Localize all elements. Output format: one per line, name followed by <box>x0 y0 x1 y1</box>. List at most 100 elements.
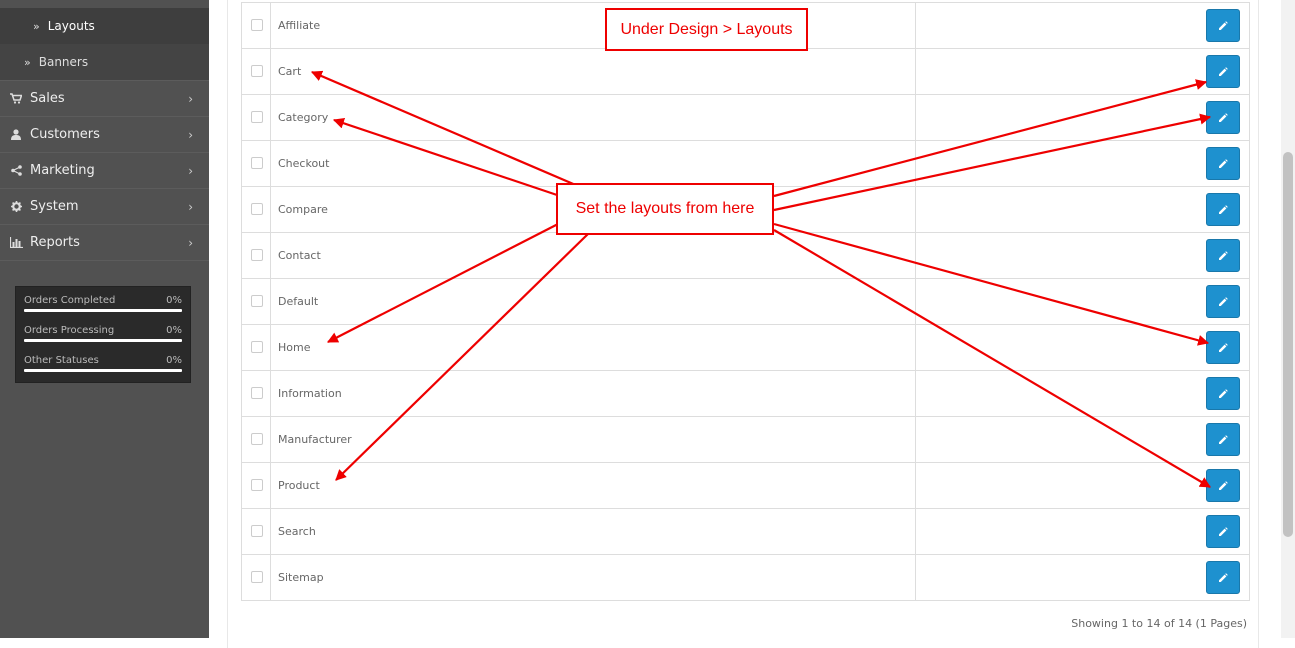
row-select-cell <box>242 509 271 554</box>
edit-button[interactable] <box>1206 561 1240 594</box>
edit-button[interactable] <box>1206 377 1240 410</box>
edit-button[interactable] <box>1206 193 1240 226</box>
stat-value: 0% <box>166 355 182 366</box>
stat-orders-processing: Orders Processing 0% <box>24 325 182 342</box>
row-checkbox[interactable] <box>251 387 263 399</box>
progress-bar <box>24 369 182 372</box>
row-select-cell <box>242 49 271 94</box>
row-checkbox[interactable] <box>251 341 263 353</box>
row-checkbox[interactable] <box>251 19 263 31</box>
sidebar: » Layouts » Banners Sales › Customers › … <box>0 0 209 638</box>
table-row: Checkout <box>242 140 1249 186</box>
progress-bar <box>24 309 182 312</box>
edit-button[interactable] <box>1206 285 1240 318</box>
layout-name: Manufacturer <box>278 433 352 446</box>
sidebar-item-system[interactable]: System › <box>0 188 209 224</box>
pencil-icon <box>1219 526 1228 536</box>
stat-other-statuses: Other Statuses 0% <box>24 355 182 372</box>
pencil-icon <box>1219 572 1228 582</box>
row-select-cell <box>242 279 271 324</box>
row-select-cell <box>242 95 271 140</box>
order-status-panel: Orders Completed 0% Orders Processing 0%… <box>15 286 191 383</box>
edit-button[interactable] <box>1206 331 1240 364</box>
edit-button[interactable] <box>1206 147 1240 180</box>
sidebar-item-label: Customers <box>30 127 100 142</box>
pencil-icon <box>1219 296 1228 306</box>
row-checkbox[interactable] <box>251 111 263 123</box>
row-checkbox[interactable] <box>251 157 263 169</box>
row-checkbox[interactable] <box>251 249 263 261</box>
row-select-cell <box>242 325 271 370</box>
row-select-cell <box>242 187 271 232</box>
layout-name: Affiliate <box>278 19 321 32</box>
table-row: Search <box>242 508 1249 554</box>
shopping-cart-icon <box>8 93 24 104</box>
sidebar-subitem-layouts[interactable]: » Layouts <box>0 8 209 44</box>
sidebar-item-customers[interactable]: Customers › <box>0 116 209 152</box>
edit-button[interactable] <box>1206 515 1240 548</box>
bar-chart-icon <box>8 237 24 248</box>
row-checkbox[interactable] <box>251 203 263 215</box>
layout-name: Information <box>278 387 342 400</box>
column-divider <box>915 49 916 94</box>
chevron-right-icon: › <box>188 199 193 214</box>
pencil-icon <box>1219 342 1228 352</box>
row-checkbox[interactable] <box>251 295 263 307</box>
layout-name: Product <box>278 479 320 492</box>
table-row: Category <box>242 94 1249 140</box>
layout-name: Cart <box>278 65 302 78</box>
edit-button[interactable] <box>1206 55 1240 88</box>
double-chevron-right-icon: » <box>33 19 40 33</box>
table-row: Default <box>242 278 1249 324</box>
column-divider <box>915 371 916 416</box>
column-divider <box>915 463 916 508</box>
edit-button[interactable] <box>1206 101 1240 134</box>
edit-button[interactable] <box>1206 469 1240 502</box>
row-select-cell <box>242 141 271 186</box>
edit-button[interactable] <box>1206 9 1240 42</box>
row-checkbox[interactable] <box>251 65 263 77</box>
chevron-right-icon: › <box>188 235 193 250</box>
page-scrollbar[interactable] <box>1281 0 1295 638</box>
sidebar-item-reports[interactable]: Reports › <box>0 224 209 260</box>
column-divider <box>915 325 916 370</box>
row-checkbox[interactable] <box>251 433 263 445</box>
row-select-cell <box>242 417 271 462</box>
stat-value: 0% <box>166 325 182 336</box>
layout-name: Search <box>278 525 316 538</box>
stat-label: Other Statuses <box>24 355 99 366</box>
layout-name: Compare <box>278 203 328 216</box>
table-row: Cart <box>242 48 1249 94</box>
chevron-right-icon: › <box>188 163 193 178</box>
table-row: Home <box>242 324 1249 370</box>
layout-name: Checkout <box>278 157 330 170</box>
row-select-cell <box>242 233 271 278</box>
row-checkbox[interactable] <box>251 571 263 583</box>
layout-name: Default <box>278 295 319 308</box>
edit-button[interactable] <box>1206 423 1240 456</box>
chevron-right-icon: › <box>188 91 193 106</box>
pencil-icon <box>1219 66 1228 76</box>
pencil-icon <box>1219 434 1228 444</box>
sidebar-subitem-banners[interactable]: » Banners <box>0 44 209 80</box>
pencil-icon <box>1219 112 1228 122</box>
pencil-icon <box>1219 20 1228 30</box>
scrollbar-thumb[interactable] <box>1283 152 1293 537</box>
stat-label: Orders Completed <box>24 295 116 306</box>
row-checkbox[interactable] <box>251 525 263 537</box>
sidebar-item-marketing[interactable]: Marketing › <box>0 152 209 188</box>
layouts-panel <box>227 0 1259 648</box>
table-row: Product <box>242 462 1249 508</box>
stat-value: 0% <box>166 295 182 306</box>
sidebar-item-label: Marketing <box>30 163 95 178</box>
sidebar-item-sales[interactable]: Sales › <box>0 80 209 116</box>
column-divider <box>915 141 916 186</box>
share-icon <box>8 165 24 176</box>
stat-orders-completed: Orders Completed 0% <box>24 295 182 312</box>
row-checkbox[interactable] <box>251 479 263 491</box>
table-row: Affiliate <box>242 2 1249 48</box>
edit-button[interactable] <box>1206 239 1240 272</box>
table-row: Sitemap <box>242 554 1249 600</box>
row-select-cell <box>242 371 271 416</box>
